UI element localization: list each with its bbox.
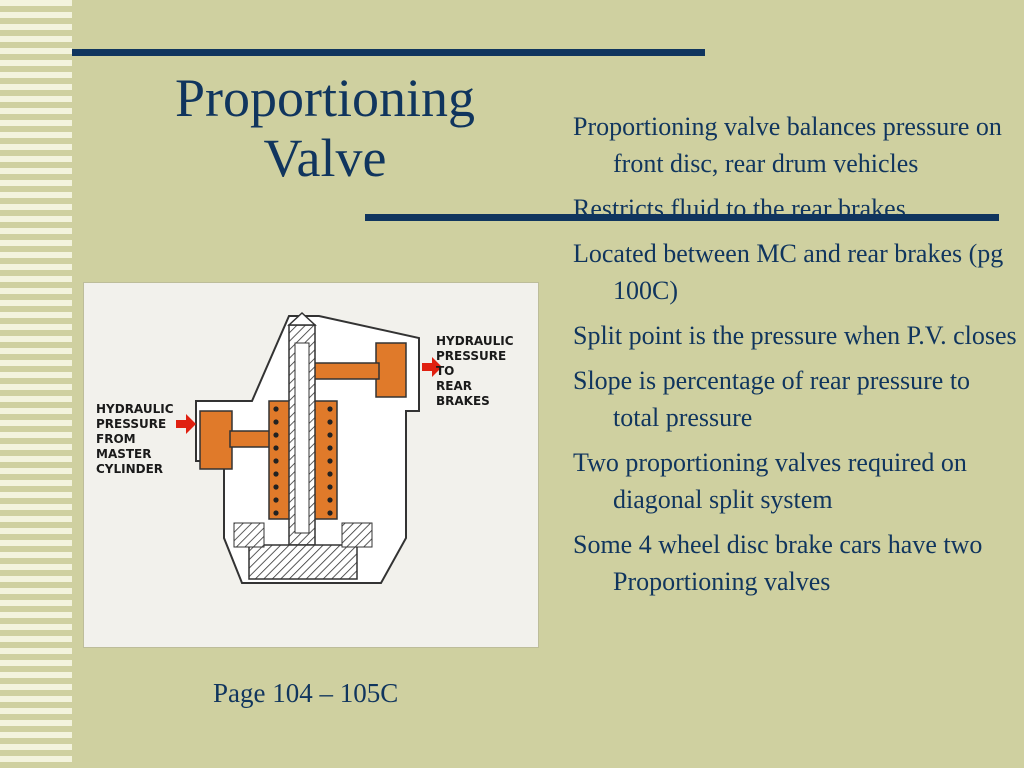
seal-left bbox=[233, 522, 265, 548]
label-to-rear-brakes: HYDRAULIC PRESSURE TO REAR BRAKES bbox=[436, 334, 518, 408]
bullet-item: Proportioning valve balances pressure on… bbox=[573, 112, 1002, 178]
outlet-passage bbox=[308, 362, 380, 380]
arrow-in-icon bbox=[176, 414, 196, 434]
label-from-master-cylinder: HYDRAULIC PRESSURE FROM MASTER CYLINDER bbox=[96, 402, 178, 476]
piston-tip bbox=[287, 311, 317, 326]
valve-diagram-graphic: HYDRAULIC PRESSURE FROM MASTER CYLINDER … bbox=[96, 311, 518, 584]
title-line-2: Valve bbox=[263, 128, 387, 188]
title-rule-bottom bbox=[365, 214, 999, 221]
seal-right bbox=[341, 522, 373, 548]
inlet-port bbox=[199, 410, 233, 470]
bullet-item: Some 4 wheel disc brake cars have two Pr… bbox=[573, 530, 983, 596]
title-rule-top bbox=[72, 49, 705, 56]
bullet-item: Split point is the pressure when P.V. cl… bbox=[573, 321, 1017, 350]
title-line-1: Proportioning bbox=[174, 68, 475, 128]
bullet-item: Slope is percentage of rear pressure to … bbox=[573, 366, 971, 432]
spring-coils bbox=[273, 406, 333, 516]
slide-title: Proportioning Valve bbox=[140, 68, 510, 188]
bullet-item: Located between MC and rear brakes (pg 1… bbox=[573, 239, 1004, 305]
bullet-item: Restricts fluid to the rear brakes bbox=[573, 194, 906, 223]
arrow-out-icon bbox=[422, 357, 442, 377]
bullet-item: Two proportioning valves required on dia… bbox=[573, 448, 967, 514]
striped-sidebar bbox=[0, 0, 72, 768]
page-reference-caption: Page 104 – 105C bbox=[213, 678, 399, 708]
outlet-port bbox=[375, 342, 407, 398]
piston-bore bbox=[294, 342, 310, 534]
valve-diagram: HYDRAULIC PRESSURE FROM MASTER CYLINDER … bbox=[83, 282, 539, 648]
threaded-plug bbox=[248, 544, 358, 580]
inlet-passage bbox=[229, 430, 271, 448]
bullet-list: Proportioning valve balances pressure on… bbox=[573, 108, 1021, 608]
